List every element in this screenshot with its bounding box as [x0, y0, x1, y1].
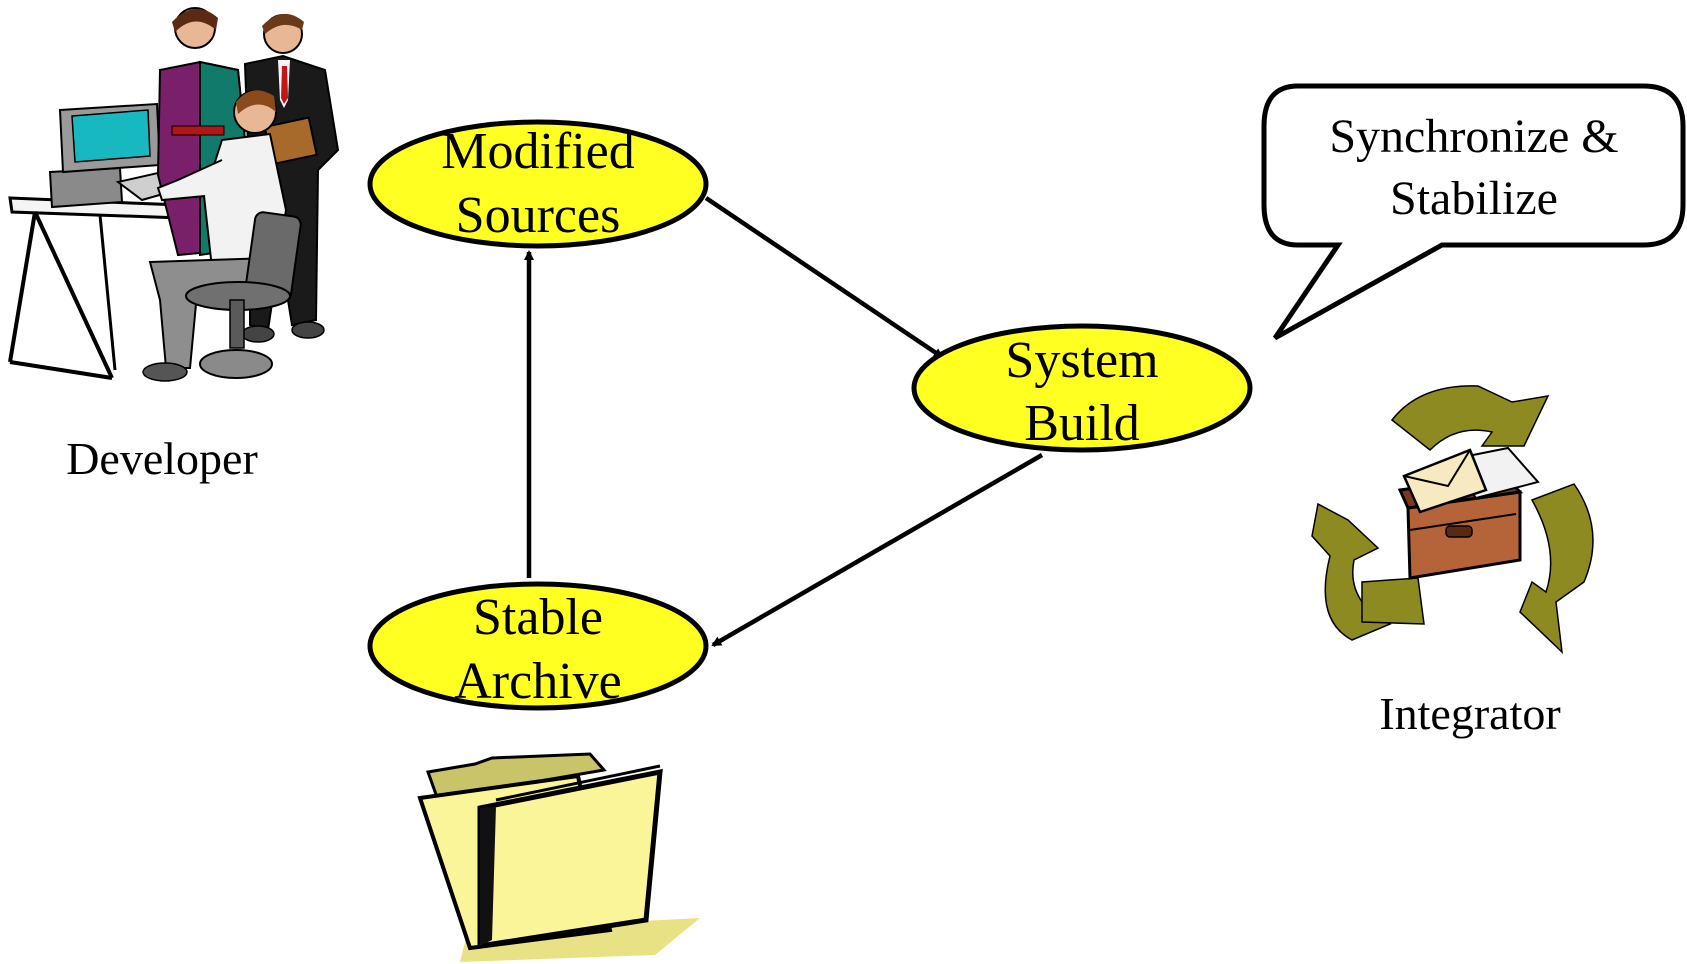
node-modified-sources-shape	[367, 119, 709, 249]
folder-icon	[417, 752, 700, 962]
callout-line1: Synchronize &	[1329, 110, 1618, 163]
node-modified-sources-line2: Sources	[456, 187, 621, 244]
node-stable-archive-line2: Archive	[454, 653, 621, 710]
edge-build-to-archive	[711, 453, 1044, 647]
developer-label: Developer	[66, 433, 258, 484]
callout-bubble	[1261, 83, 1686, 341]
node-system-build-line1: System	[1005, 332, 1158, 389]
integrator-icon	[1311, 385, 1594, 654]
node-stable-archive-line1: Stable	[473, 589, 603, 646]
node-system-build-line2: Build	[1024, 395, 1140, 452]
node-modified-sources-line1: Modified	[441, 123, 635, 180]
developer-icon	[8, 7, 340, 382]
integrator-label: Integrator	[1379, 688, 1560, 739]
node-stable-archive: Stable Archive	[367, 581, 709, 711]
node-stable-archive-shape	[367, 581, 709, 711]
node-system-build: System Build	[911, 323, 1253, 453]
edge-modified-to-build	[704, 196, 944, 359]
node-modified-sources: Modified Sources	[367, 119, 709, 249]
callout-line2: Stabilize	[1390, 172, 1558, 225]
node-system-build-shape	[911, 323, 1253, 453]
